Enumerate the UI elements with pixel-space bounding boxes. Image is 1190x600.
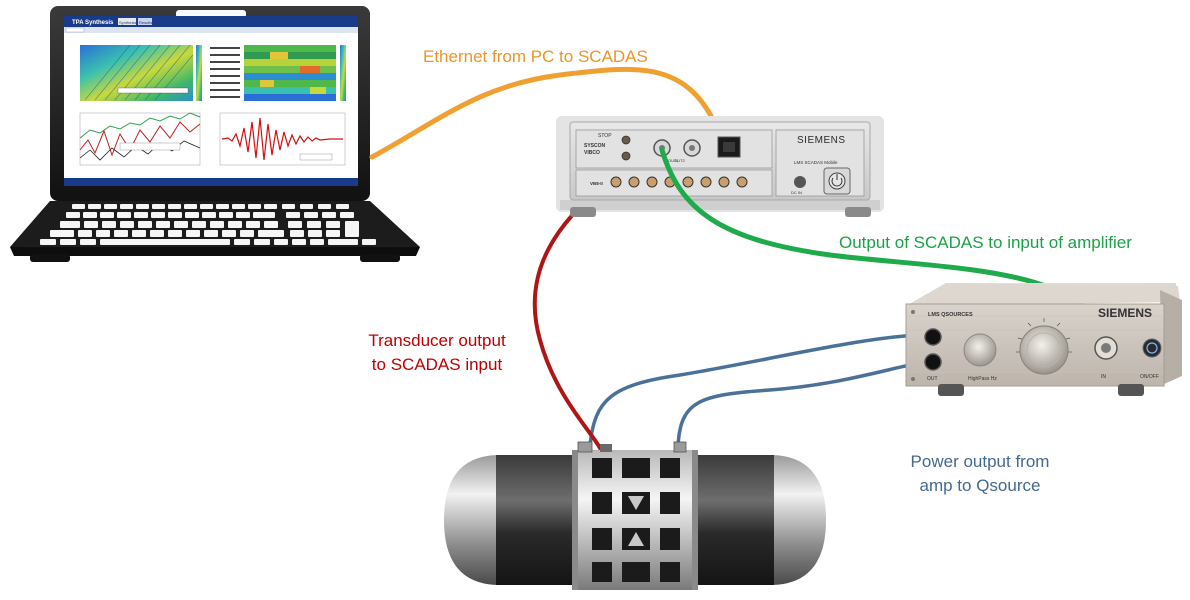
screen-window-title: TPA Synthesis xyxy=(72,20,114,26)
power-cable-1 xyxy=(588,333,928,447)
scadas-syscon-label: SYSCON xyxy=(584,143,606,149)
scadas-input-connectors xyxy=(610,176,748,188)
amp-highpass-knob xyxy=(963,333,997,367)
screen-legend-list xyxy=(210,47,240,98)
laptop-screen: TPA Synthesis Synthesis Results xyxy=(64,16,358,186)
amp-power-button xyxy=(1142,338,1162,358)
laptop: TPA Synthesis Synthesis Results xyxy=(10,6,420,262)
scadas-vibco-label: VIBCO xyxy=(584,150,600,156)
scadas-out1-label: OUT1 xyxy=(668,158,679,163)
ethernet-label: Ethernet from PC to SCADAS xyxy=(423,47,648,66)
power-label-line-1: Power output from xyxy=(911,452,1050,471)
scadas-out2-label: OUT2 xyxy=(674,158,685,163)
transducer-label-line-1: Transducer output xyxy=(368,331,506,350)
amp-gain-dial-ticks xyxy=(1016,318,1072,353)
power-label-line-2: amp to Qsource xyxy=(920,476,1041,495)
scadas-power-button xyxy=(828,172,846,190)
laptop-keys xyxy=(40,204,376,245)
transducer-label-line-2: to SCADAS input xyxy=(372,355,503,374)
scadas-model: LMS SCADAS Mobile xyxy=(794,160,838,165)
qsource-transducer xyxy=(444,441,826,590)
scadas-vb8-label: VB8-II xyxy=(590,181,603,186)
amp-onoff-label: ON/OFF xyxy=(1140,374,1159,380)
amp-highpass-label: HighPass Hz xyxy=(968,376,997,382)
amp-model: LMS QSOURCES xyxy=(928,312,973,318)
screen-waveform xyxy=(219,112,346,166)
amp-in-label: IN xyxy=(1101,374,1106,380)
amp-out-label: OUT xyxy=(927,376,938,382)
screen-tab-1: Synthesis xyxy=(119,20,136,25)
amplifier-unit: LMS QSOURCES SIEMENS OUT HighPass Hz IN … xyxy=(905,283,1182,396)
scadas-dcin-label: DC IN xyxy=(791,190,802,195)
scadas-unit: STOP SYSCON VIBCO OUT1 OUT2 SIEMENS LMS … xyxy=(556,116,884,217)
screen-line-chart xyxy=(79,112,201,166)
amp-out-connector-2 xyxy=(924,353,942,371)
scadas-stop-label: STOP xyxy=(598,133,612,139)
screen-heatmap-2 xyxy=(244,45,336,101)
ethernet-cable xyxy=(369,66,723,160)
scadas-brand: SIEMENS xyxy=(797,135,846,146)
amp-out-connector-1 xyxy=(924,328,942,346)
power-cable-2 xyxy=(676,360,932,449)
amp-brand: SIEMENS xyxy=(1098,306,1152,320)
scadas-output-label: Output of SCADAS to input of amplifier xyxy=(839,233,1132,252)
screen-tab-2: Results xyxy=(139,20,152,25)
transducer-cable xyxy=(532,180,610,450)
scadas-dcin-connector xyxy=(794,176,806,188)
scadas-stop-button xyxy=(621,135,631,145)
